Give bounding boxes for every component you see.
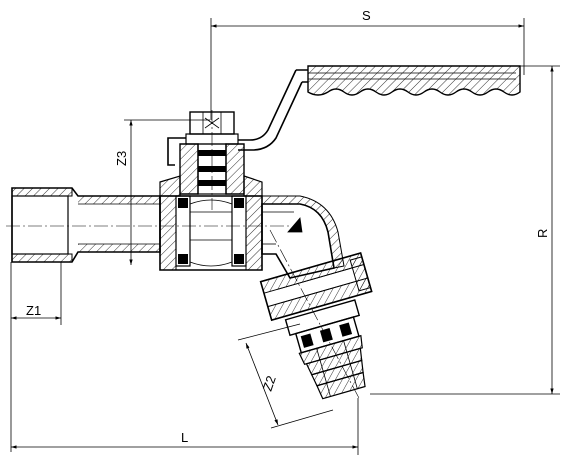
dimension-z1-label: Z1: [26, 303, 41, 318]
dimension-z2-label: Z2: [260, 374, 279, 393]
handle-lever: [167, 65, 521, 166]
dimension-l-label: L: [181, 430, 188, 445]
dimension-z2: Z2: [237, 323, 334, 429]
dimension-r: R: [370, 65, 560, 395]
hose-connector: [284, 299, 366, 400]
dimension-l: L: [11, 398, 359, 455]
coupling-nut: [259, 251, 373, 322]
dimension-s-label: S: [362, 8, 371, 23]
dimension-s: S: [210, 8, 525, 120]
ball-chamber: [159, 195, 263, 271]
dimension-z3-label: Z3: [114, 151, 129, 166]
inlet-pipe: [6, 187, 290, 263]
dimension-z3: Z3: [114, 119, 210, 265]
dimension-z1: Z1: [10, 262, 62, 452]
dimension-r-label: R: [535, 229, 550, 238]
outlet-elbow: [261, 195, 361, 401]
valve-bonnet: [159, 143, 263, 197]
stem-assembly: [185, 110, 239, 210]
